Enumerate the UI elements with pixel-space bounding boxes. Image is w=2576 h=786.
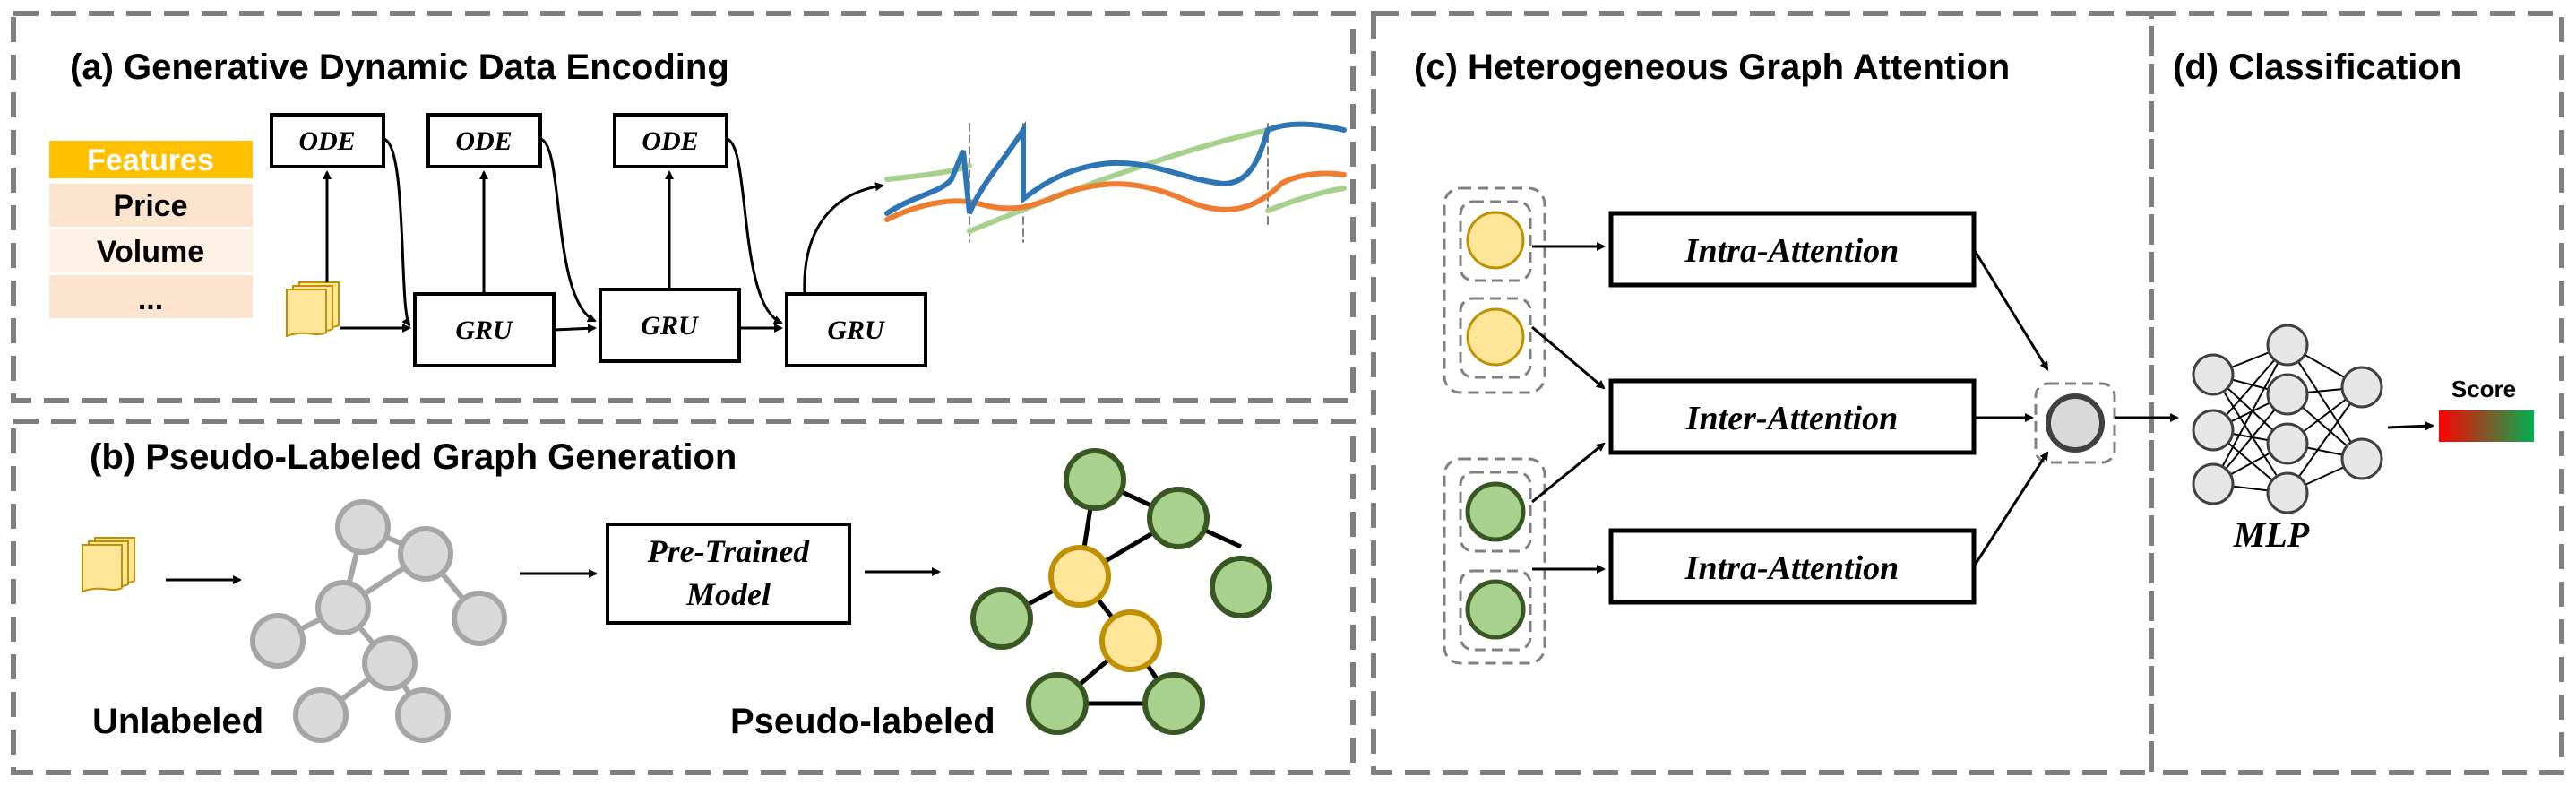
- model-label-line2: Model: [685, 576, 771, 612]
- score-label: Score: [2451, 376, 2516, 402]
- inter-attention-label: Inter-Attention: [1685, 400, 1899, 437]
- gru-box-1: GRU: [413, 292, 556, 367]
- features-header: Features: [87, 143, 214, 177]
- arrow-gru1-to-gru2: [553, 324, 597, 333]
- pseudo-labeled-caption: Pseudo-labeled: [730, 702, 995, 741]
- arrow-ode2-to-gru2: [539, 137, 597, 323]
- mlp-input-neuron: [2192, 462, 2235, 505]
- arrow-gru3-to-curves: [803, 182, 884, 295]
- encoder-arrows: [323, 137, 884, 333]
- inter-attention-box: Inter-Attention: [1608, 378, 1977, 455]
- node-groups: [1443, 186, 2116, 665]
- output-node-frame: [2034, 382, 2116, 464]
- pseudo-node-green: [1147, 487, 1210, 549]
- unlabeled-node: [293, 687, 349, 743]
- blue-curve: [884, 120, 1347, 216]
- feature-row-volume: Volume: [97, 235, 204, 269]
- green-group-inner-1: [1459, 471, 1532, 553]
- unlabeled-node: [250, 613, 306, 669]
- gru-box-2: GRU: [599, 288, 741, 363]
- panel-b-title: (b) Pseudo-Labeled Graph Generation: [90, 437, 737, 477]
- mlp-hidden-neuron: [2266, 422, 2309, 465]
- panel-c-title: (c) Heterogeneous Graph Attention: [1414, 48, 2010, 87]
- model-label-line1: Pre-Trained: [647, 533, 811, 569]
- yellow-node-1: [1466, 211, 1525, 270]
- pseudo-node-yellow: [1099, 609, 1162, 672]
- pseudo-labeled-graph: [970, 448, 1272, 735]
- unlabeled-node: [315, 580, 371, 635]
- pseudo-node-yellow: [1048, 545, 1111, 608]
- intra-attention-label-top: Intra-Attention: [1684, 232, 1900, 270]
- gru-label-3: GRU: [827, 315, 885, 345]
- green-group-outer: [1443, 457, 1546, 665]
- arrow-mlp-to-score: [2387, 421, 2434, 431]
- pseudo-node-green: [1064, 448, 1126, 511]
- unlabeled-node: [395, 687, 451, 743]
- ode-label-2: ODE: [455, 126, 512, 156]
- orange-curve: [884, 170, 1347, 222]
- ode-label-3: ODE: [642, 126, 698, 156]
- unlabeled-node: [452, 591, 507, 646]
- ode-box-1: ODE: [270, 113, 385, 168]
- mlp-input-neuron: [2192, 409, 2235, 452]
- score-gradient-bar: [2439, 410, 2534, 442]
- pseudo-node-green: [1210, 556, 1272, 618]
- unlabeled-node: [362, 635, 418, 691]
- green-curve: [884, 127, 1347, 234]
- panel-d-title: (d) Classification: [2173, 48, 2461, 87]
- gru-box-3: GRU: [785, 292, 927, 367]
- mlp-network: [2192, 324, 2383, 514]
- panel-b-arrows: [166, 567, 941, 584]
- ode-box-3: ODE: [613, 113, 728, 168]
- mlp-hidden-neuron: [2266, 471, 2309, 514]
- input-data-stack-icon: [286, 281, 340, 337]
- arrow-ode1-to-gru1: [383, 137, 411, 327]
- pseudo-node-green: [1026, 672, 1089, 735]
- aggregated-node: [2046, 393, 2105, 453]
- arrow-ode3-to-gru3: [726, 137, 783, 324]
- yellow-group-inner-1: [1459, 200, 1532, 282]
- unlabeled-node: [335, 499, 391, 555]
- unlabeled-caption: Unlabeled: [92, 702, 263, 741]
- intra-attention-box-top: Intra-Attention: [1608, 211, 1977, 288]
- unlabeled-graph: [250, 499, 507, 743]
- ode-box-2: ODE: [426, 113, 542, 168]
- intra-attention-box-bottom: Intra-Attention: [1608, 528, 1977, 605]
- green-node-2: [1465, 579, 1526, 640]
- mlp-label: MLP: [2233, 514, 2310, 555]
- panel-d-border: [2149, 11, 2564, 775]
- mlp-output-neuron: [2340, 366, 2383, 409]
- latent-trajectory-curves: [884, 120, 1347, 243]
- panel-a-title: (a) Generative Dynamic Data Encoding: [70, 48, 729, 87]
- panel-a-border: [11, 11, 1356, 403]
- pseudo-node-green: [1142, 672, 1205, 735]
- unlabeled-node: [398, 526, 453, 582]
- feature-row-price: Price: [113, 189, 187, 223]
- panel-c-border: [1371, 11, 2154, 775]
- green-node-1: [1465, 481, 1526, 542]
- gru-label-1: GRU: [455, 315, 513, 345]
- attention-arrows: [1531, 242, 2179, 574]
- unlabeled-data-stack-icon: [82, 537, 135, 592]
- gru-label-2: GRU: [641, 311, 699, 341]
- mlp-hidden-neuron: [2266, 324, 2309, 367]
- mlp-hidden-neuron: [2266, 373, 2309, 416]
- yellow-node-2: [1466, 307, 1525, 367]
- mlp-output-neuron: [2340, 437, 2383, 480]
- yellow-group-inner-2: [1459, 297, 1532, 379]
- yellow-group-outer: [1443, 186, 1546, 394]
- pseudo-node-green: [970, 587, 1033, 650]
- features-table: Features Price Volume ...: [49, 141, 253, 318]
- intra-attention-label-bottom: Intra-Attention: [1684, 549, 1900, 587]
- green-group-inner-2: [1459, 569, 1532, 652]
- ode-label-1: ODE: [298, 126, 355, 156]
- mlp-input-neuron: [2192, 353, 2235, 396]
- panel-b-border: [11, 419, 1356, 775]
- pre-trained-model-box: Pre-Trained Model: [606, 523, 851, 625]
- feature-row-more: ...: [138, 282, 163, 316]
